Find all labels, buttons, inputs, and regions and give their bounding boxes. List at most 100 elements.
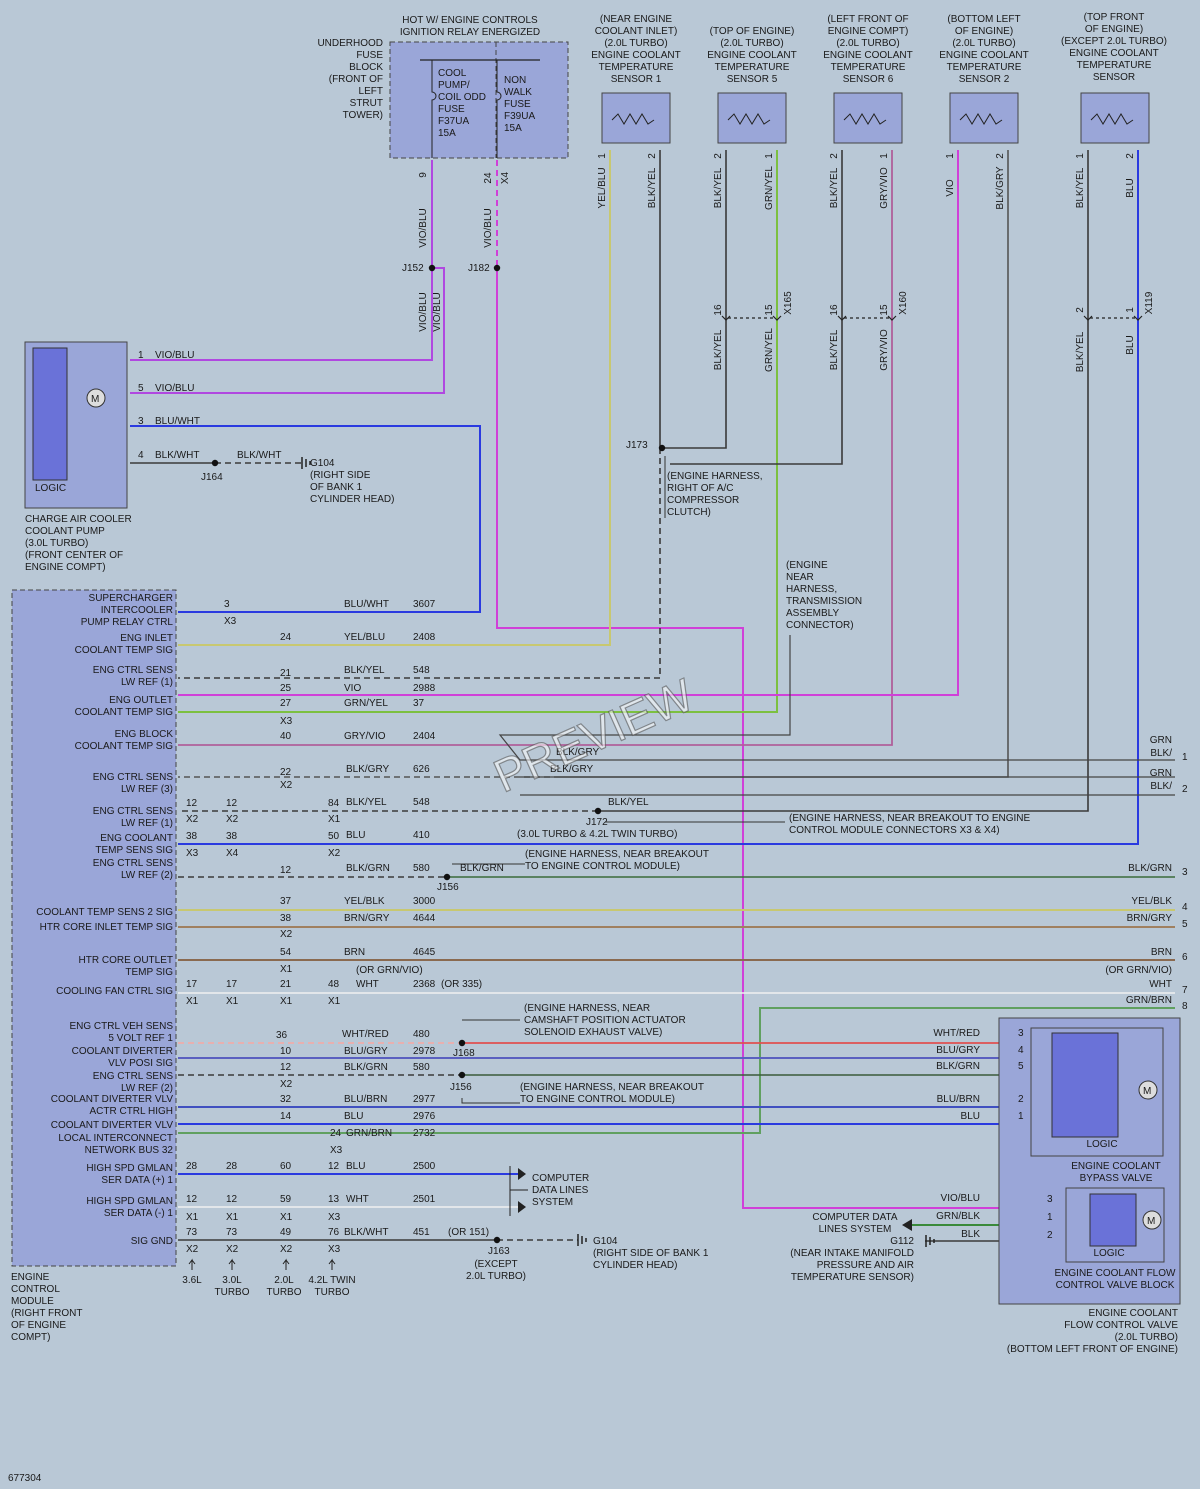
pin-p12f: 12 (186, 1194, 198, 1205)
connector-x2-8: X2 (328, 848, 341, 859)
sensor-2-wire-a: BLK/YEL (829, 167, 840, 208)
circuit-9-number: 580 (413, 863, 430, 874)
x119-pin-2: 2 (1075, 307, 1086, 313)
ground-g112-icon (925, 1235, 935, 1247)
circuit-14-wire: WHT/RED (342, 1029, 389, 1040)
note-g104-line-2: CYLINDER HEAD) (593, 1260, 677, 1271)
x119-wire-a: BLK/YEL (1075, 331, 1086, 372)
pin-p28b: 28 (226, 1161, 238, 1172)
note-data-lines-line-0: COMPUTER (532, 1173, 589, 1184)
right-label-blkgry_b: BLK/GRY (550, 764, 593, 775)
connector-x2-15: X2 (280, 1079, 293, 1090)
sensor-6-icon (833, 92, 903, 144)
pin-p76: 76 (328, 1227, 340, 1238)
ecm-label-9: COOLANT TEMP SENS 2 SIG (36, 907, 173, 918)
fuse-f37ua-label-line-2: COIL ODD (438, 92, 486, 103)
circuit-15-wire: BLU/GRY (344, 1046, 388, 1057)
ecm-label-18-line-0: LOCAL INTERCONNECT (58, 1133, 173, 1144)
bypass-wire-2: BLK/GRN (936, 1061, 980, 1072)
circuit-2-wire: BLK/YEL (344, 665, 385, 676)
pin-p24: 24 (280, 632, 292, 643)
sensor-0-desc-line-1: COOLANT INLET) (595, 26, 678, 37)
circuit-4-wire: GRN/YEL (344, 698, 388, 709)
circuit-12-wire: BRN (344, 947, 365, 958)
right-label-n5: 5 (1182, 919, 1188, 930)
sensor-3-desc-line-4: TEMPERATURE (947, 62, 1022, 73)
note-g104-line-1: (RIGHT SIDE OF BANK 1 (593, 1248, 709, 1259)
circuit-5-number: 2404 (413, 731, 436, 742)
circuit-6-number: 626 (413, 764, 430, 775)
bypass-pin-1: 4 (1018, 1045, 1024, 1056)
right-label-orgrnvio: (OR GRN/VIO) (1105, 965, 1172, 976)
right-label-yelblk: YEL/BLK (1131, 896, 1172, 907)
pump-pin-1: 5 (138, 383, 144, 394)
fuse-location-line-0: UNDERHOOD (317, 38, 383, 49)
circuit-10-number: 3000 (413, 896, 436, 907)
connector-x1-13: X1 (280, 996, 293, 1007)
note-j156-line-0: (ENGINE HARNESS, NEAR BREAKOUT (525, 849, 709, 860)
sensor-0-pin-b: 2 (647, 153, 658, 159)
circuit-20-wire: BLU (346, 1161, 365, 1172)
pump-ground-wire: BLK/WHT (237, 450, 281, 461)
pump-pin-3: 4 (138, 450, 144, 461)
x165-wire-a: BLK/YEL (713, 329, 724, 370)
ecm-label-4-line-0: ENG BLOCK (115, 729, 174, 740)
sensor-4-desc-line-3: ENGINE COOLANT (1069, 48, 1158, 59)
ground-g104-pump-icon (301, 457, 311, 469)
circuit-22-number: 451 (413, 1227, 430, 1238)
sensor-4-desc-line-0: (TOP FRONT (1084, 12, 1145, 23)
flow-g112-line-1: (NEAR INTAKE MANIFOLD (790, 1248, 914, 1259)
note-data-lines-line-2: SYSTEM (532, 1197, 573, 1208)
pump-name-line-0: CHARGE AIR COOLER (25, 514, 132, 525)
circuit-16-number: 580 (413, 1062, 430, 1073)
j173-label: J173 (626, 440, 648, 451)
splice-j182 (493, 264, 501, 272)
connector-x2-9: X2 (280, 929, 293, 940)
note-g104-line-0: G104 (593, 1236, 618, 1247)
pump-ground-label-line-1: (RIGHT SIDE (310, 470, 371, 481)
connector-x3-16: X3 (330, 1145, 343, 1156)
flow-motor-label: M (1147, 1216, 1155, 1227)
fuse-f39ua-label-line-1: WALK (504, 87, 532, 98)
splice-j168 (458, 1039, 466, 1047)
ecm-name-line-2: MODULE (11, 1296, 54, 1307)
j163-label: J163 (488, 1246, 510, 1257)
pump-wire-1: VIO/BLU (155, 383, 194, 394)
engine-control-module (11, 589, 177, 1267)
ecm-label-14-line-0: COOLANT DIVERTER (72, 1046, 173, 1057)
connector-x1-19: X1 (280, 1212, 293, 1223)
pin-p73a: 73 (186, 1227, 198, 1238)
trans-connector-note-line-5: CONNECTOR) (786, 620, 854, 631)
bypass-motor-label: M (1143, 1086, 1151, 1097)
fuse-conn-x4: X4 (500, 171, 511, 184)
sensor-1-desc-line-3: TEMPERATURE (715, 62, 790, 73)
ecm-label-17: COOLANT DIVERTER VLV (51, 1120, 174, 1131)
circuit-17-wire: BLU/BRN (344, 1094, 387, 1105)
sensor-1-icon (601, 92, 671, 144)
ecm-variant-3-line-0: 4.2L TWIN (308, 1275, 355, 1286)
x160-pin-15: 15 (879, 304, 890, 316)
circuit-6-wire: BLK/GRY (346, 764, 389, 775)
pump-wire-0: VIO/BLU (155, 350, 194, 361)
x119-pin-1: 1 (1125, 307, 1136, 313)
flow-valve-name-line-1: FLOW CONTROL VALVE (1064, 1320, 1178, 1331)
ecm-label-7-line-1: TEMP SENS SIG (95, 845, 173, 856)
bypass-wire-4: BLU (961, 1111, 980, 1122)
ecm-variant-3-line-1: TURBO (315, 1287, 350, 1298)
fuse-f37ua-label-line-3: FUSE (438, 104, 465, 115)
right-label-brn: BRN (1151, 947, 1172, 958)
x160-wire-a: BLK/YEL (829, 329, 840, 370)
sensor-4-desc-line-4: TEMPERATURE (1077, 60, 1152, 71)
components-layer (11, 41, 1181, 1305)
ecm-label-0-line-0: SUPERCHARGER (89, 593, 173, 604)
sensor-2-wire-b: GRY/VIO (879, 167, 890, 209)
fuse-location-line-2: BLOCK (349, 62, 383, 73)
pin-p59: 59 (280, 1194, 292, 1205)
pump-name-line-2: (3.0L TURBO) (25, 538, 88, 549)
bypass-wire-3: BLU/BRN (937, 1094, 980, 1105)
j156-a-label: J156 (437, 882, 459, 893)
splice-j172 (594, 807, 602, 815)
sensor-1-pin-a: 2 (713, 153, 724, 159)
pin-p13: 13 (328, 1194, 340, 1205)
right-label-n1: 1 (1182, 752, 1188, 763)
